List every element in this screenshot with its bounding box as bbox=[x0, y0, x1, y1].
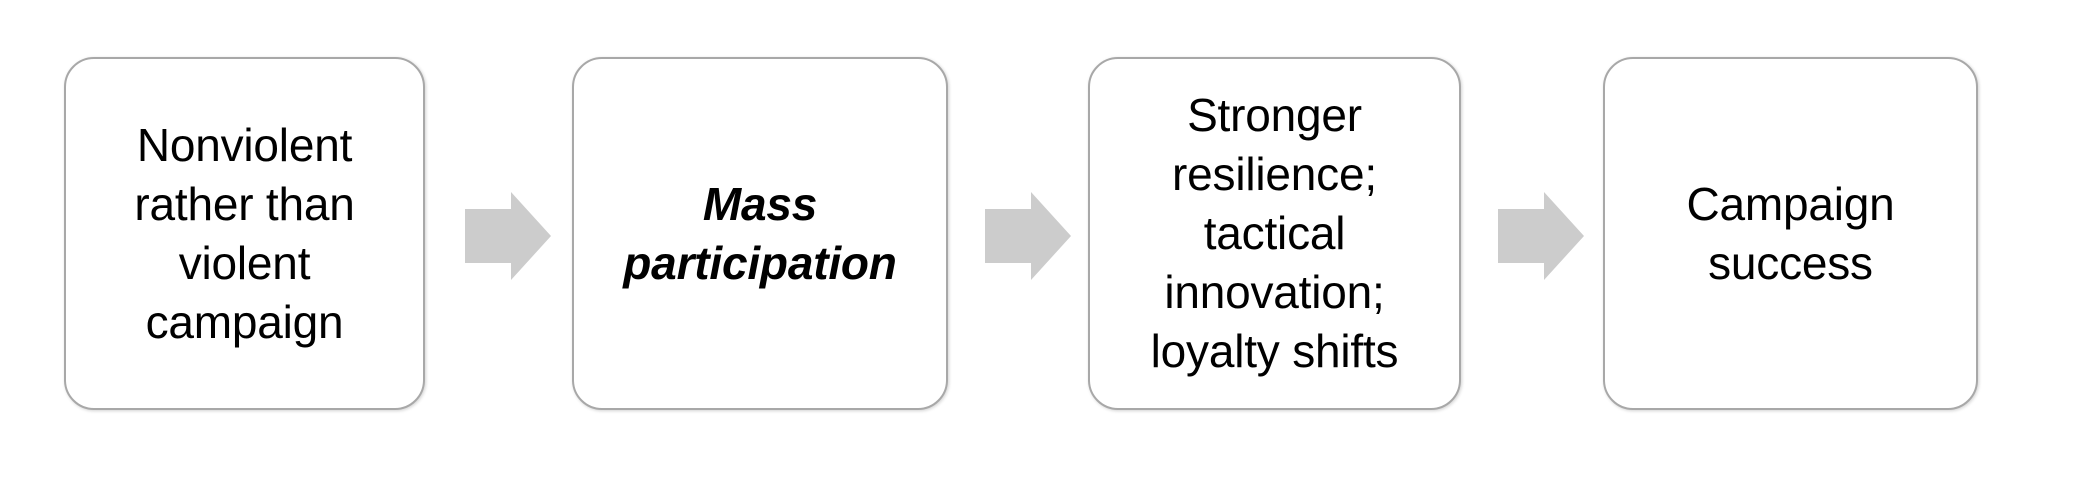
process-node-2-label: Mass participation bbox=[623, 177, 897, 289]
process-node-1-label: Nonviolent rather than violent campaign bbox=[134, 118, 355, 348]
process-node-2[interactable]: Mass participation bbox=[572, 57, 948, 410]
right-arrow-icon bbox=[465, 192, 551, 280]
right-arrow-icon bbox=[1498, 192, 1584, 280]
right-arrow-icon bbox=[985, 192, 1071, 280]
process-node-4-label: Campaign success bbox=[1686, 177, 1895, 289]
flow-arrow-3 bbox=[1498, 192, 1584, 280]
process-node-3[interactable]: Stronger resilience; tactical innovation… bbox=[1088, 57, 1461, 410]
process-node-3-label: Stronger resilience; tactical innovation… bbox=[1150, 89, 1399, 377]
flow-arrow-2 bbox=[985, 192, 1071, 280]
process-node-1[interactable]: Nonviolent rather than violent campaign bbox=[64, 57, 425, 410]
flow-arrow-1 bbox=[465, 192, 551, 280]
process-node-4[interactable]: Campaign success bbox=[1603, 57, 1978, 410]
